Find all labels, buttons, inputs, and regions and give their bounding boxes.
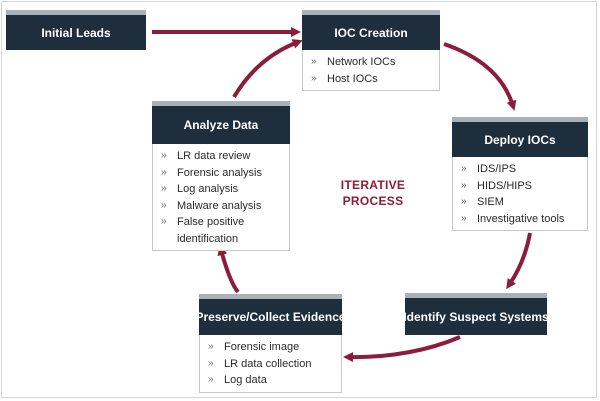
node-analyze-data: Analyze Data » LR data review » Forensic a…: [152, 101, 290, 251]
item-text: Host IOCs: [327, 72, 378, 85]
node-item-list: » IDS/IPS » HIDS/HIPS » SIEM » Investigative…: [452, 157, 588, 231]
node-item-list: » Forensic image » LR data collection » Log…: [199, 335, 342, 393]
list-item: » Host IOCs: [311, 71, 433, 88]
node-title: Preserve/Collect Evidence: [195, 294, 346, 335]
list-item: » IDS/IPS: [461, 161, 581, 178]
node-title: Analyze Data: [152, 101, 290, 144]
node-title: Identify Suspect Systems: [403, 293, 549, 335]
list-item: » Log analysis: [161, 181, 283, 198]
node-item-list: » Network IOCs » Host IOCs: [302, 50, 440, 91]
bullet-icon: »: [461, 212, 467, 224]
item-text: LR data review: [177, 150, 251, 162]
list-item: » False positive identification: [161, 214, 283, 247]
item-text: HIDS/HIPS: [477, 179, 533, 192]
center-label-line1: ITERATIVE: [340, 178, 406, 192]
list-item: » Forensic analysis: [161, 165, 283, 182]
list-item: » Investigative tools: [461, 211, 581, 228]
arrow-preserve-to-analyze: [217, 245, 240, 294]
bullet-icon: »: [161, 183, 167, 194]
list-item: » Network IOCs: [311, 54, 433, 71]
bullet-icon: »: [311, 72, 317, 84]
item-text: LR data collection: [224, 357, 312, 370]
center-label-line2: PROCESS: [342, 194, 404, 208]
bullet-icon: »: [461, 163, 467, 174]
bullet-icon: »: [161, 150, 167, 161]
node-item-list: » LR data review » Forensic analysis » Log …: [152, 144, 290, 251]
node-title: IOC Creation: [302, 10, 440, 50]
item-text: False positive identification: [177, 216, 245, 245]
node-ioc-creation: IOC Creation » Network IOCs » Host IOCs: [302, 10, 440, 91]
list-item: » LR data review: [161, 148, 283, 165]
item-text: Forensic image: [224, 341, 300, 353]
item-text: Forensic analysis: [177, 166, 262, 179]
node-deploy-iocs: Deploy IOCs » IDS/IPS » HIDS/HIPS » SIEM » I…: [452, 117, 588, 231]
node-identify-suspect-systems: Identify Suspect Systems: [403, 293, 549, 335]
list-item: » SIEM: [461, 194, 581, 211]
item-text: Log data: [224, 374, 267, 386]
bullet-icon: »: [161, 199, 167, 211]
bullet-icon: »: [208, 374, 214, 385]
bullet-icon: »: [311, 56, 317, 67]
bullet-icon: »: [461, 196, 467, 207]
node-preserve-collect-evidence: Preserve/Collect Evidence » Forensic imag…: [195, 294, 346, 393]
arrow-analyze-to-ioc-creation: [232, 39, 303, 99]
bullet-icon: »: [461, 179, 467, 191]
item-text: Network IOCs: [327, 56, 396, 68]
arrow-ioc-creation-to-deploy: [443, 42, 517, 111]
list-item: » Log data: [208, 372, 335, 389]
list-item: » Forensic image: [208, 339, 335, 356]
arrow-deploy-to-identify: [506, 232, 532, 290]
list-item: » Malware analysis: [161, 198, 283, 215]
node-initial-leads: Initial Leads: [6, 10, 146, 50]
node-title: Initial Leads: [6, 10, 146, 50]
iterative-process-label: ITERATIVE PROCESS: [318, 177, 428, 209]
item-text: Log analysis: [177, 183, 239, 195]
list-item: » HIDS/HIPS: [461, 178, 581, 195]
item-text: Malware analysis: [177, 199, 262, 212]
arrow-identify-to-preserve: [343, 335, 461, 363]
item-text: SIEM: [477, 196, 504, 208]
item-text: Investigative tools: [477, 212, 565, 225]
list-item: » LR data collection: [208, 356, 335, 373]
bullet-icon: »: [161, 216, 167, 227]
node-title: Deploy IOCs: [452, 117, 588, 157]
bullet-icon: »: [208, 357, 214, 369]
bullet-icon: »: [161, 166, 167, 178]
item-text: IDS/IPS: [477, 163, 517, 175]
bullet-icon: »: [208, 341, 214, 352]
